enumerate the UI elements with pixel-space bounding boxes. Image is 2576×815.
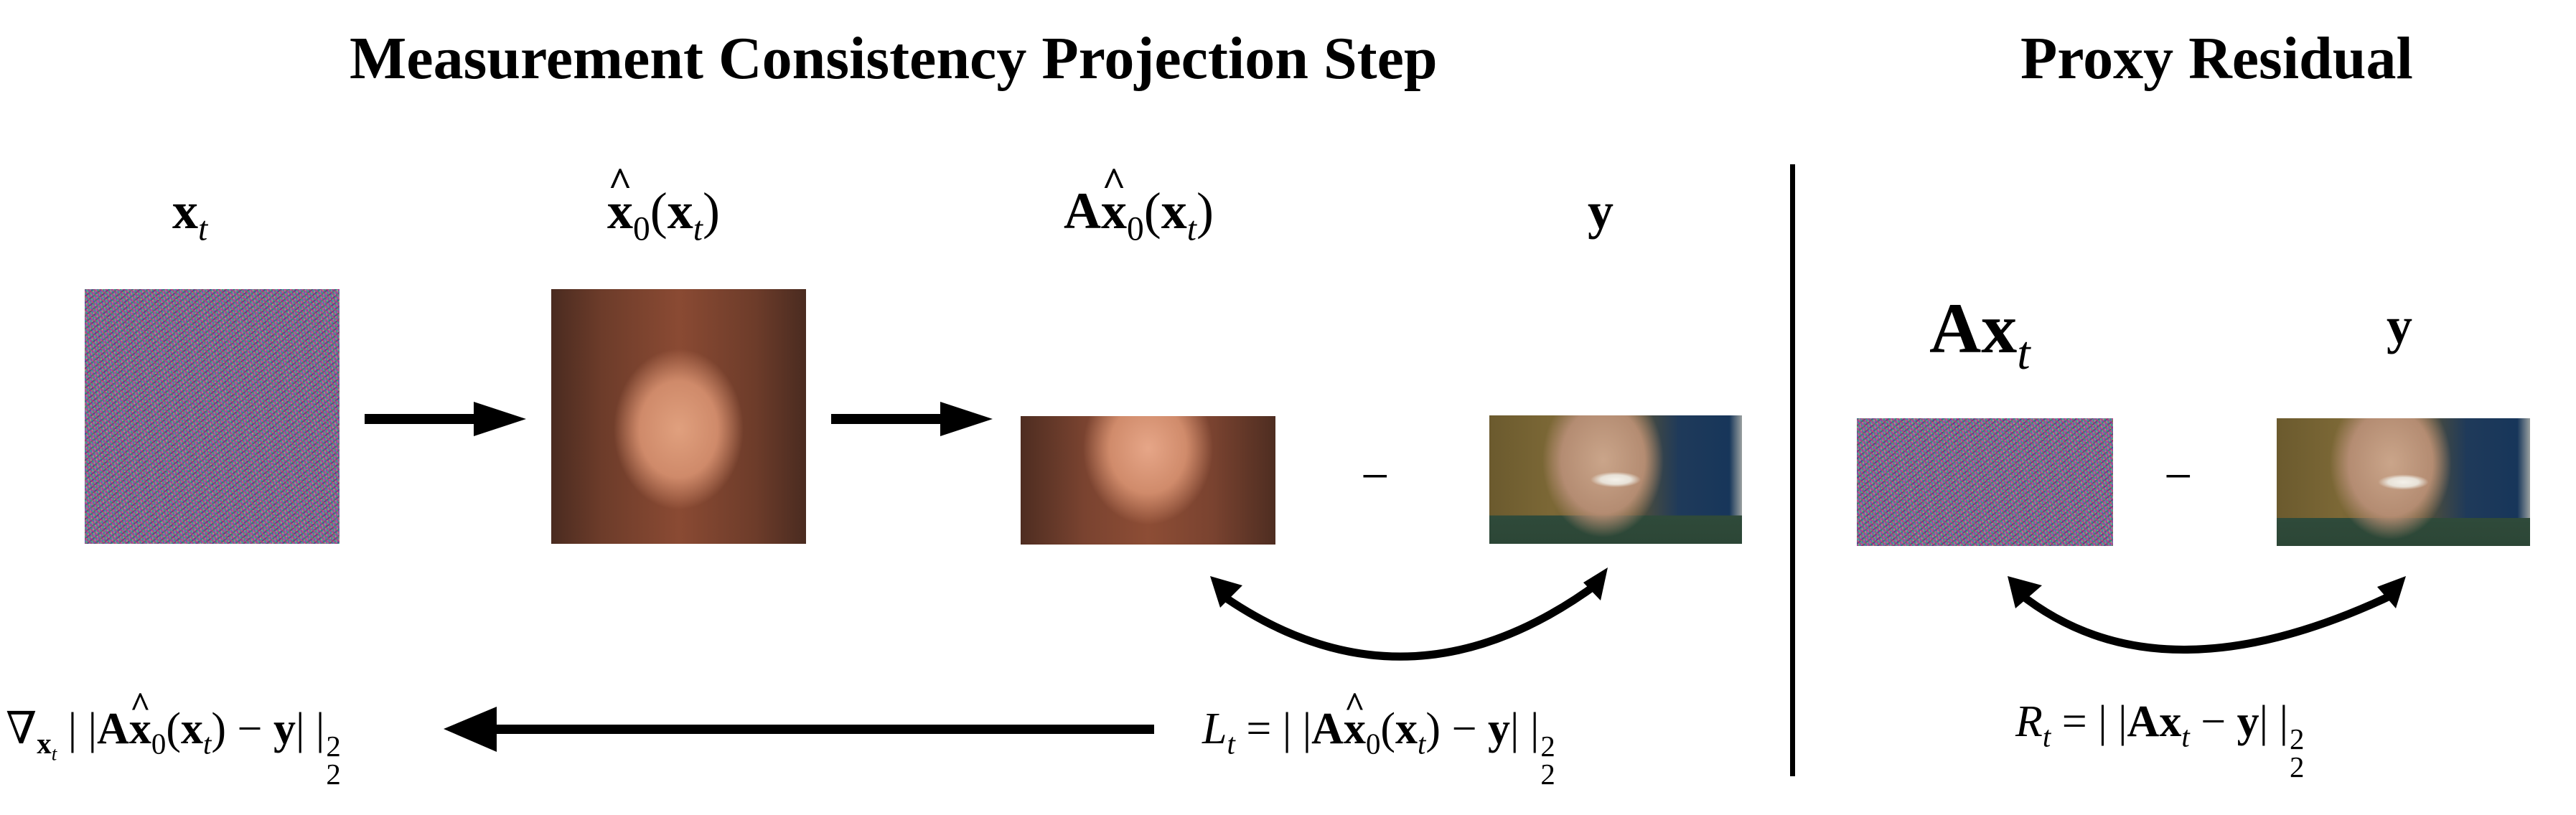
minus: −	[2189, 697, 2237, 746]
minus: −	[226, 705, 273, 753]
label-y-right: y	[2387, 297, 2412, 354]
formula-loss: Lt = | |Ax0(xt) − y| |22	[1202, 707, 1555, 789]
formula-gradient: ∇xt | |Ax0(xt) − y| |22	[6, 707, 341, 789]
label-x0hat-arg: x	[667, 182, 693, 240]
loss-symbol: L	[1202, 705, 1227, 753]
label-xt-sub: t	[198, 210, 208, 248]
residual-symbol: R	[2015, 697, 2043, 746]
arrow-right-icon-2	[831, 402, 993, 436]
arg-sub: t	[202, 727, 212, 760]
nabla-symbol: ∇	[6, 705, 37, 753]
label-Ax0hat-arg: x	[1161, 182, 1187, 240]
paren-open: (	[650, 182, 668, 240]
label-operator-A: A	[1064, 182, 1101, 240]
label-Axt-sub: t	[2017, 327, 2031, 380]
label-Axt: Axt	[1929, 293, 2031, 377]
section-divider	[1790, 164, 1795, 776]
minus-operator-right: −	[2164, 449, 2193, 504]
equals: =	[2051, 697, 2099, 746]
arg-x: x	[180, 705, 203, 753]
norm-close: | |	[1510, 705, 1540, 753]
label-x0hat-base: x	[607, 185, 633, 237]
label-xt-base: x	[172, 182, 198, 240]
operator-A: A	[1311, 705, 1344, 753]
norm-sup: 2	[1540, 730, 1555, 763]
image-Ax0hat-crop	[1021, 416, 1275, 545]
sub0: 0	[1365, 727, 1381, 760]
nabla-subsub: t	[51, 743, 57, 765]
paren-open: (	[1380, 705, 1396, 753]
label-operator-A: A	[1929, 288, 1982, 368]
residual-sub: t	[2042, 720, 2051, 753]
label-Ax0hat-argsub: t	[1186, 210, 1196, 248]
norm-sup: 2	[2290, 723, 2305, 756]
label-y-measurement: y	[1588, 182, 1613, 240]
paren-close: )	[211, 705, 227, 753]
arrow-left-gradient-icon	[444, 707, 1154, 752]
xhat: x	[1344, 707, 1366, 751]
paren-open: (	[1143, 182, 1161, 240]
loss-sub: t	[1227, 727, 1235, 760]
nabla-sub: x	[37, 727, 52, 760]
operator-A: A	[97, 705, 129, 753]
section-title-projection: Measurement Consistency Projection Step	[350, 25, 1438, 92]
y: y	[273, 705, 296, 753]
arg-x: x	[1395, 705, 1418, 753]
norm-sub: 2	[326, 758, 341, 791]
norm-sub: 2	[2290, 751, 2305, 784]
operator-A: A	[2127, 697, 2160, 746]
section-title-proxy-residual: Proxy Residual	[2020, 25, 2413, 92]
norm-open: | |	[2098, 697, 2127, 746]
label-x0hat: x0(xt)	[607, 185, 720, 247]
y: y	[2237, 697, 2259, 746]
paren-close: )	[1196, 182, 1214, 240]
norm-close: | |	[295, 705, 325, 753]
equals: =	[1235, 705, 1283, 753]
curved-double-arrow-icon-right	[2008, 576, 2406, 654]
label-Ax0hat: Ax0(xt)	[1064, 185, 1214, 247]
norm-open: | |	[67, 705, 98, 753]
image-x0hat-blurry-face	[551, 289, 806, 544]
label-Axt-base: x	[1981, 288, 2018, 368]
arg-sub: t	[1418, 727, 1426, 760]
x-sub: t	[2181, 720, 2190, 753]
arrow-right-icon-1	[365, 402, 526, 436]
norm-sup: 2	[326, 730, 341, 763]
label-Ax0hat-sub0: 0	[1127, 210, 1144, 248]
minus-operator-mid: −	[1361, 449, 1390, 504]
label-Ax0hat-base: x	[1101, 185, 1127, 237]
image-noise-xt	[85, 289, 339, 544]
norm-close: | |	[2259, 697, 2288, 746]
paren-close: )	[702, 182, 720, 240]
label-xt: xt	[172, 185, 207, 247]
label-x0hat-sub0: 0	[633, 210, 650, 248]
image-y-measurement	[1489, 415, 1742, 544]
minus: −	[1441, 705, 1489, 753]
norm-open: | |	[1282, 705, 1312, 753]
label-x0hat-argsub: t	[693, 210, 703, 248]
xhat: x	[129, 707, 151, 751]
paren-open: (	[166, 705, 181, 753]
norm-sub: 2	[1540, 758, 1555, 791]
curved-double-arrow-icon-mid	[1210, 567, 1608, 661]
image-Axt-noise-crop	[1857, 418, 2113, 546]
image-y-right	[2277, 418, 2530, 546]
sub0: 0	[151, 727, 167, 760]
x: x	[2159, 697, 2182, 746]
y: y	[1488, 705, 1511, 753]
paren-close: )	[1425, 705, 1441, 753]
